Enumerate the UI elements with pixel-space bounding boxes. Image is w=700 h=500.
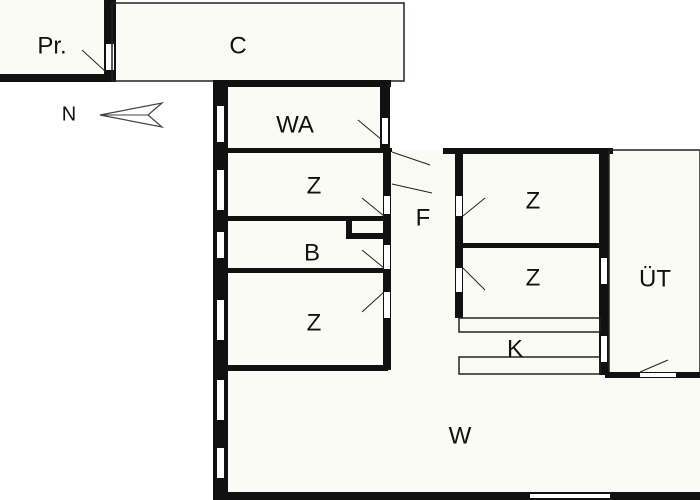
room-label-wa: WA [276, 111, 314, 138]
outer-walls [213, 80, 700, 500]
room-label-c: C [229, 32, 246, 59]
room-label-ut: ÜT [639, 265, 671, 292]
room-label-z1: Z [307, 172, 322, 199]
left-interior [228, 119, 391, 371]
compass-label: N [62, 103, 76, 125]
compass [99, 101, 165, 129]
room-label-z4: Z [526, 264, 541, 291]
top-block [0, 0, 405, 82]
room-label-f: F [416, 204, 431, 231]
room-label-k: K [507, 335, 523, 362]
room-label-z3: Z [526, 187, 541, 214]
room-label-z2: Z [307, 309, 322, 336]
kitchen-counters [458, 317, 601, 375]
room-label-pr: Pr. [37, 32, 66, 59]
room-label-w: W [449, 422, 472, 449]
right-interior [443, 148, 700, 378]
room-label-b: B [304, 239, 320, 266]
